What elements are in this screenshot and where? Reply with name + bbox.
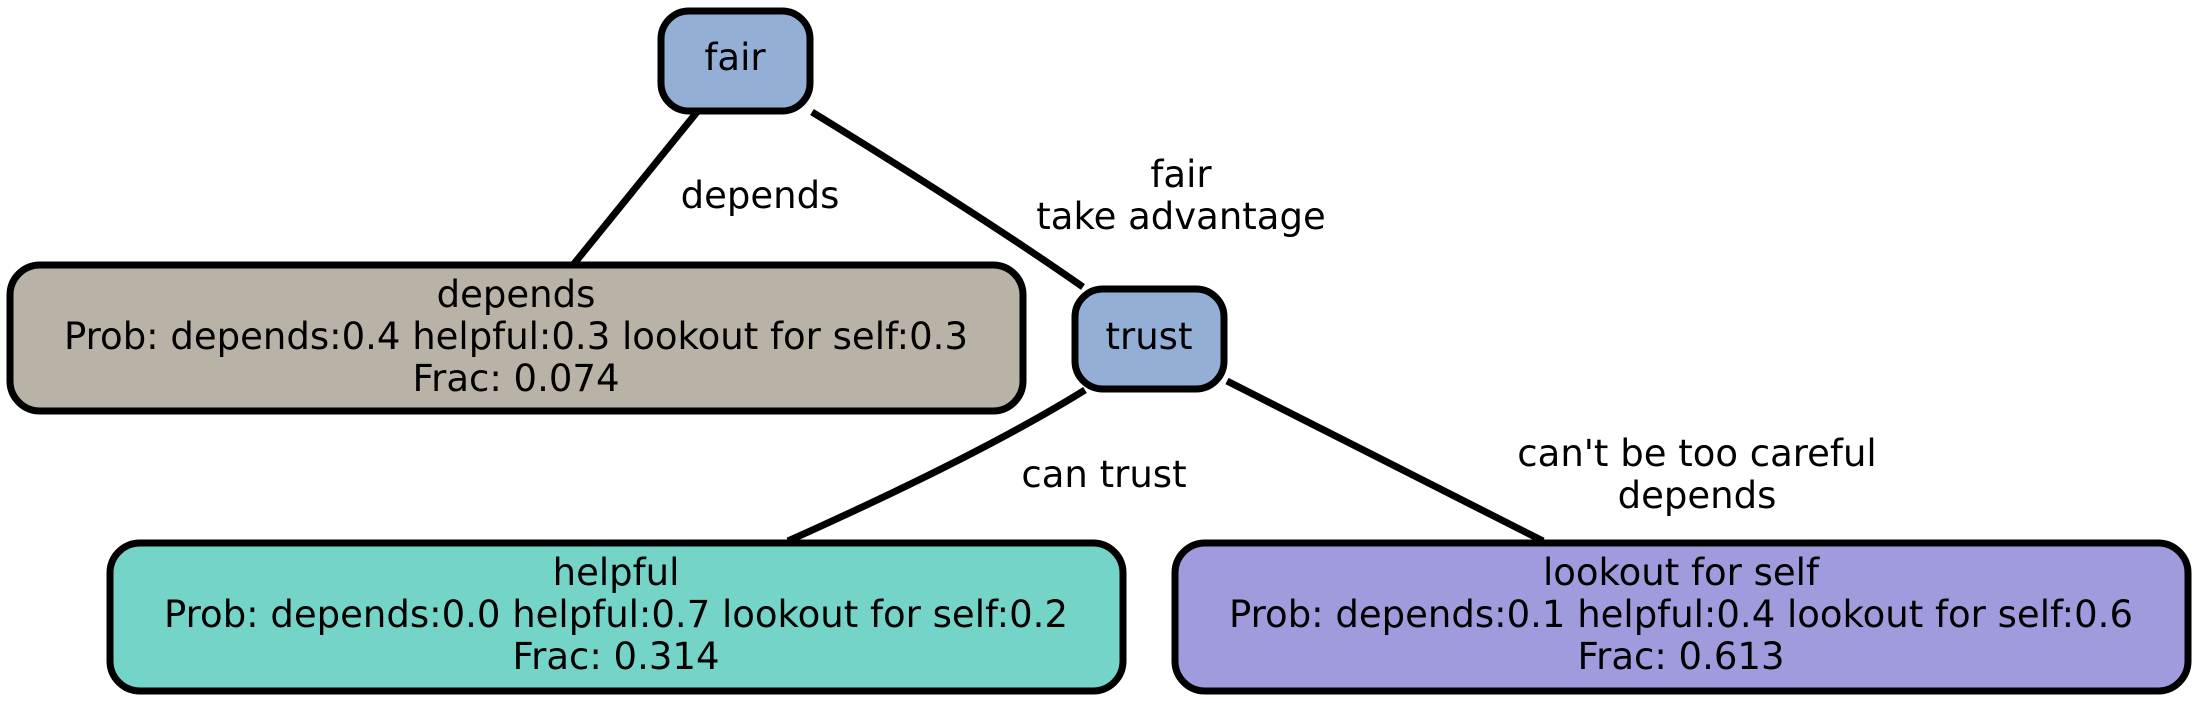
leaf-helpful-prob: Prob: depends:0.0 helpful:0.7 lookout fo…: [164, 593, 1068, 636]
node-trust-label: trust: [1106, 315, 1193, 358]
edge-label-root-trust-line2: take advantage: [1036, 195, 1325, 238]
edge-label-root-trust-line1: fair: [1150, 153, 1212, 196]
leaf-helpful-frac: Frac: 0.314: [513, 635, 720, 678]
edge-label-root-depends: depends: [681, 174, 840, 217]
leaf-depends: depends Prob: depends:0.4 helpful:0.3 lo…: [6, 261, 1027, 415]
edge-label-trust-lookout-line1: can't be too careful: [1517, 432, 1876, 475]
node-fair-label: fair: [704, 36, 766, 79]
leaf-lookout-label: lookout for self: [1543, 551, 1820, 594]
edge-label-trust-lookout-line2: depends: [1618, 474, 1777, 517]
edge-trust-helpful: [786, 387, 1087, 545]
node-fair-box: [657, 7, 814, 115]
leaf-lookout-prob: Prob: depends:0.1 helpful:0.4 lookout fo…: [1229, 593, 2133, 636]
leaf-helpful-box: [106, 539, 1127, 695]
edge-root-depends: [570, 109, 700, 268]
leaf-depends-label: depends: [437, 273, 596, 316]
leaf-helpful: helpful Prob: depends:0.0 helpful:0.7 lo…: [106, 539, 1127, 695]
edge-label-trust-helpful: can trust: [1021, 453, 1186, 496]
leaf-lookout-for-self: lookout for self Prob: depends:0.1 helpf…: [1171, 539, 2192, 695]
leaf-depends-prob: Prob: depends:0.4 helpful:0.3 lookout fo…: [64, 315, 968, 358]
node-fair: fair: [657, 7, 814, 115]
node-trust-box: [1071, 285, 1228, 393]
node-trust: trust: [1071, 285, 1228, 393]
leaf-helpful-label: helpful: [553, 551, 680, 594]
edge-root-trust: [810, 109, 1086, 290]
edge-trust-lookout: [1225, 377, 1545, 545]
leaf-lookout-frac: Frac: 0.613: [1578, 635, 1785, 678]
leaf-lookout-box: [1171, 539, 2192, 695]
leaf-depends-box: [6, 261, 1027, 415]
leaf-depends-frac: Frac: 0.074: [413, 357, 620, 400]
